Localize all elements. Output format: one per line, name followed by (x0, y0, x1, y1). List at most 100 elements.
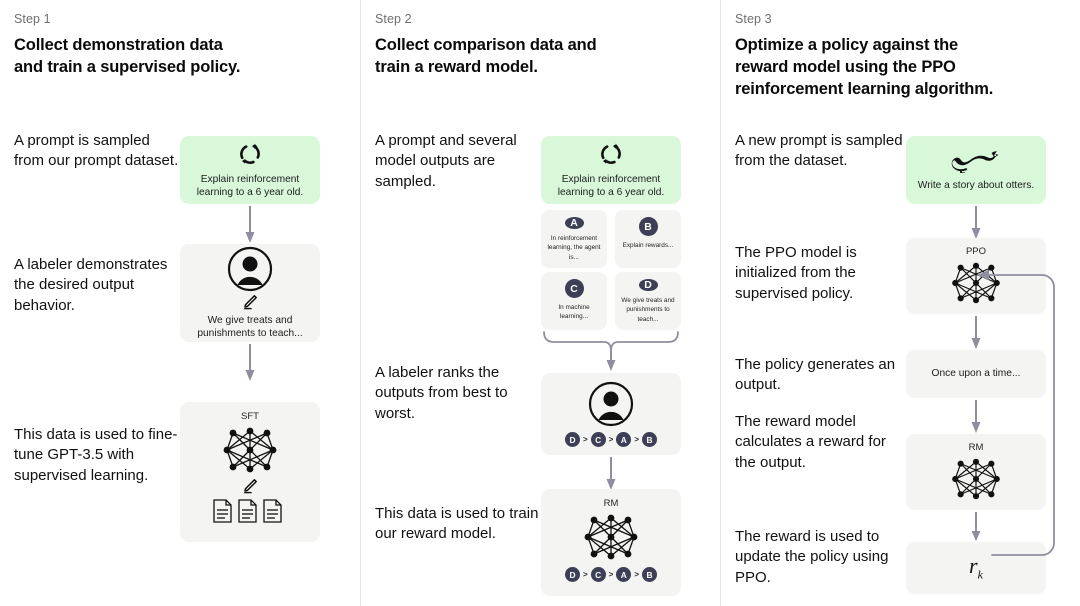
refresh-arrowhead-2 (242, 158, 246, 164)
option-card-c[interactable]: C In machine learning... (541, 272, 607, 330)
rm-rank-sep-3: > (634, 570, 639, 579)
rank-badge-4: B (642, 432, 657, 447)
step-1-sft-card[interactable]: SFT (180, 402, 320, 542)
person-icon (588, 381, 634, 427)
step-3-title-line-1: Optimize a policy against the (735, 36, 959, 54)
otter-icon (951, 151, 999, 174)
step-3-column: Step 3 Optimize a policy against the rew… (720, 0, 1080, 606)
step-1-sft-caption: SFT (241, 411, 259, 422)
option-card-a[interactable]: A In reinforcement learning, the agent i… (541, 210, 607, 268)
step-3-arrow-1 (970, 206, 982, 240)
step-3-description-5: The reward is used to update the policy … (735, 528, 889, 586)
rm-rank-badge-2: C (590, 567, 606, 582)
option-badge-a: A (564, 217, 584, 230)
step-2-prompt-text: Explain reinforcement learning to a 6 ye… (557, 173, 665, 198)
step-2-description-2: A labeler ranks the outputs from best to… (375, 364, 508, 422)
reward-symbol: r (969, 553, 978, 579)
pencil-icon (244, 294, 257, 309)
step-3-ppo-caption: PPO (965, 246, 987, 257)
step-1-description-2: A labeler demonstrates the desired outpu… (14, 256, 168, 314)
step-3-arrow-4 (970, 512, 982, 542)
option-badge-b: B (638, 217, 658, 236)
step-1-label: Step 1 (14, 12, 51, 26)
step-3-ppo-card[interactable]: PPO (906, 238, 1046, 314)
reward-subscript: k (977, 567, 983, 582)
rank-badge-3: A (616, 432, 632, 447)
step-3-output-text: Once upon a time... (931, 368, 1021, 380)
option-text-b: Explain rewards... (622, 242, 674, 249)
step-2-column: Step 2 Collect comparison data and train… (360, 0, 720, 606)
step-3-description-2: The PPO model is initialized from the su… (735, 244, 857, 302)
step-1-labeler-card[interactable]: We give treats and punishments to teach.… (180, 244, 320, 342)
step-2-arrow-2 (605, 457, 617, 491)
step-3-output-card[interactable]: Once upon a time... (906, 350, 1046, 398)
option-text-d: We give treats and punishments to teach.… (621, 297, 675, 323)
step-2-rm-caption: RM (603, 498, 619, 509)
option-card-d[interactable]: D We give treats and punishments to teac… (615, 272, 681, 330)
rank-sep-1: > (582, 435, 588, 444)
step-1-description-3: This data is used to fine-tune GPT-3.5 w… (14, 426, 178, 484)
step-2-description-1: A prompt and several model outputs are s… (375, 132, 517, 190)
neural-network-icon (223, 427, 277, 473)
step-3-rm-card[interactable]: RM (906, 434, 1046, 510)
step-2-converge-brace (541, 330, 681, 377)
step-3-rm-caption: RM (968, 442, 984, 453)
pencil-icon (244, 479, 257, 494)
step-2-label: Step 2 (375, 12, 412, 26)
step-2-rm-card[interactable]: RM (541, 489, 681, 596)
rank-badge-2: C (590, 432, 606, 447)
step-1-arrow-1 (244, 206, 256, 244)
option-badge-c: C (564, 279, 584, 298)
step-3-label: Step 3 (735, 12, 772, 26)
step-1-column: Step 1 Collect demonstration data and tr… (0, 0, 360, 606)
feedback-arrowhead (977, 270, 989, 280)
rm-rank-sep-1: > (582, 570, 588, 579)
refresh-cycle-icon (240, 143, 260, 164)
reward-formula: rk (969, 553, 983, 582)
step-3-description-4: The reward model calculates a reward for… (735, 413, 886, 471)
step-1-arrow-2 (244, 344, 256, 382)
step-2-title-line-1: Collect comparison data and (375, 36, 597, 54)
step-3-arrow-3 (970, 400, 982, 434)
step-2-labeler-card[interactable]: D > C > A > B (541, 373, 681, 455)
ppo-feedback-loop-arrow (968, 265, 1064, 580)
rm-rank-badge-4: B (642, 567, 657, 582)
rank-sep-3: > (634, 435, 639, 444)
step-1-description-1: A prompt is sampled from our prompt data… (14, 132, 179, 170)
step-1-prompt-text: Explain reinforcement learning to a 6 ye… (196, 173, 304, 198)
step-2-title: Collect comparison data and train a rewa… (375, 35, 698, 79)
step-2-ranking-rm: D > C > A > B (564, 567, 657, 582)
step-2-ranking-labeler: D > C > A > B (564, 432, 657, 447)
rm-rank-badge-1: D (564, 567, 580, 582)
step-3-reward-card[interactable]: rk (906, 542, 1046, 594)
rank-sep-2: > (608, 435, 614, 444)
step-2-prompt-card[interactable]: Explain reinforcement learning to a 6 ye… (541, 136, 681, 204)
step-3-prompt-text: Write a story about otters. (917, 180, 1035, 192)
option-badge-d: D (638, 279, 658, 292)
option-text-a: In reinforcement learning, the agent is.… (547, 235, 601, 261)
step-1-prompt-card[interactable]: Explain reinforcement learning to a 6 ye… (180, 136, 320, 204)
step-3-title: Optimize a policy against the reward mod… (735, 35, 1058, 101)
neural-network-icon (952, 262, 1000, 304)
refresh-cycle-icon (601, 143, 621, 164)
refresh-arrowhead (254, 143, 258, 149)
step-3-title-line-2: reward model using the PPO (735, 57, 956, 76)
step-3-description-3: The policy generates an output. (735, 356, 896, 394)
step-3-prompt-card[interactable]: Write a story about otters. (906, 136, 1046, 204)
step-3-arrow-2 (970, 316, 982, 350)
option-card-b[interactable]: B Explain rewards... (615, 210, 681, 268)
person-icon (227, 246, 273, 291)
step-2-description-3: This data is used to train our reward mo… (375, 505, 539, 543)
option-text-c: In machine learning... (558, 304, 590, 321)
neural-network-icon (584, 514, 638, 560)
step-3-description-1: A new prompt is sampled from the dataset… (735, 132, 903, 170)
step-1-title-line-1: Collect demonstration data (14, 36, 223, 54)
step-2-title-line-2: train a reward model. (375, 57, 538, 76)
step-1-labeler-text: We give treats and punishments to teach.… (197, 314, 303, 339)
step-1-title-line-2: and train a supervised policy. (14, 57, 241, 76)
step-3-title-line-3: reinforcement learning algorithm. (735, 79, 994, 98)
rm-rank-sep-2: > (608, 570, 614, 579)
step-1-title: Collect demonstration data and train a s… (14, 35, 338, 79)
rank-badge-1: D (564, 432, 580, 447)
